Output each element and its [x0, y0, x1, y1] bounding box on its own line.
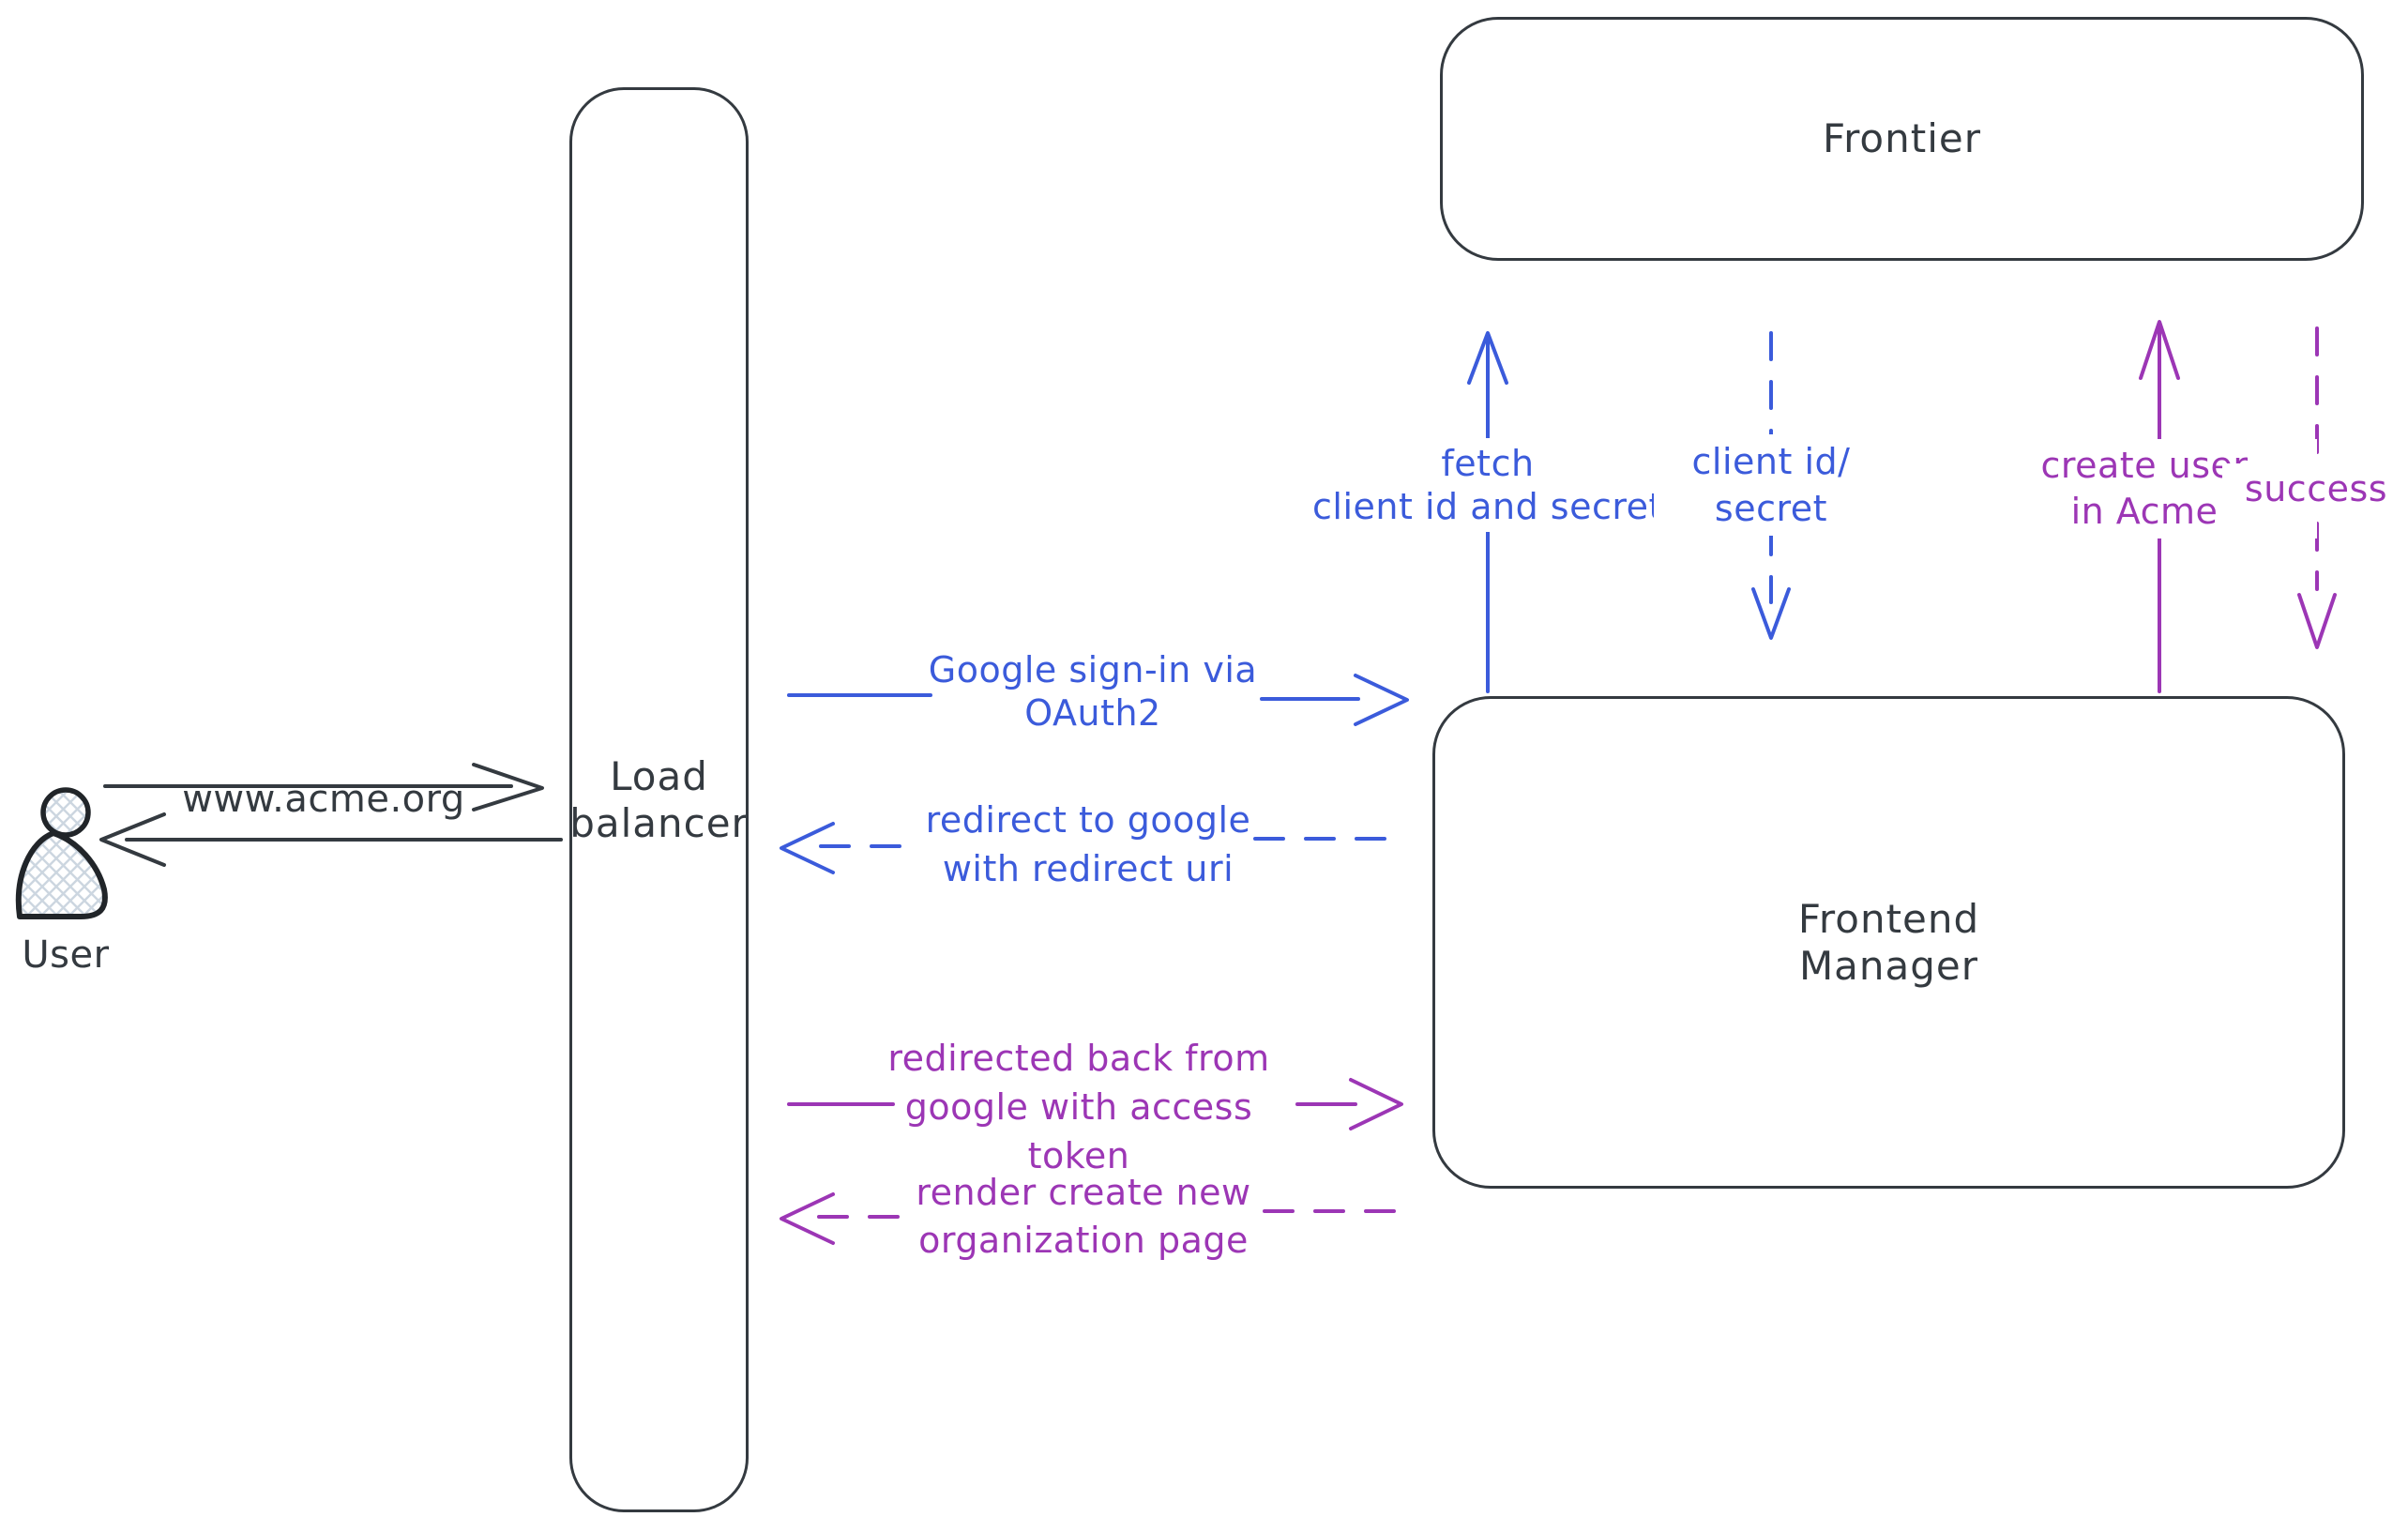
- edge-label-fetch-credentials: fetch client id and secret: [1300, 438, 1675, 532]
- frontend-manager-label-line1: Frontend: [1797, 895, 1980, 942]
- arrow-www-acme: [103, 763, 544, 812]
- user-icon: [15, 787, 108, 919]
- load-balancer-label-line1: Load: [610, 752, 708, 799]
- edge-label-google-signin: Google sign-in via OAuth2: [928, 649, 1258, 734]
- arrow-return-to-user: [99, 812, 563, 867]
- edge-label-success: success: [2222, 463, 2408, 514]
- arrow-client-id-secret: [1751, 331, 1791, 640]
- frontier-label: Frontier: [1822, 115, 1981, 161]
- edge-label-create-user: create user in Acme: [1972, 439, 2317, 538]
- load-balancer-label-line2: balancer: [569, 799, 749, 846]
- edge-label-client-id-secret: client id/ secret: [1654, 434, 1888, 536]
- frontend-manager-label-line2: Manager: [1798, 942, 1979, 989]
- arrow-redirect-google: [780, 822, 1401, 874]
- edge-label-www-acme: www.acme.org: [182, 778, 465, 821]
- arrow-success: [2297, 326, 2337, 649]
- arrow-google-signin: [787, 674, 1409, 726]
- user-label: User: [22, 933, 110, 977]
- edge-label-redirect-google: redirect to google with redirect uri: [925, 799, 1251, 889]
- node-frontier: Frontier: [1440, 17, 2364, 261]
- node-load-balancer: Load balancer: [569, 87, 749, 1512]
- node-frontend-manager: Frontend Manager: [1432, 696, 2345, 1189]
- edge-label-render-create: render create new organization page: [916, 1172, 1251, 1261]
- arrow-redirected-back: [787, 1078, 1403, 1130]
- arrow-render-create: [780, 1192, 1405, 1245]
- edge-label-redirected-back: redirected back from google with access …: [887, 1038, 1270, 1176]
